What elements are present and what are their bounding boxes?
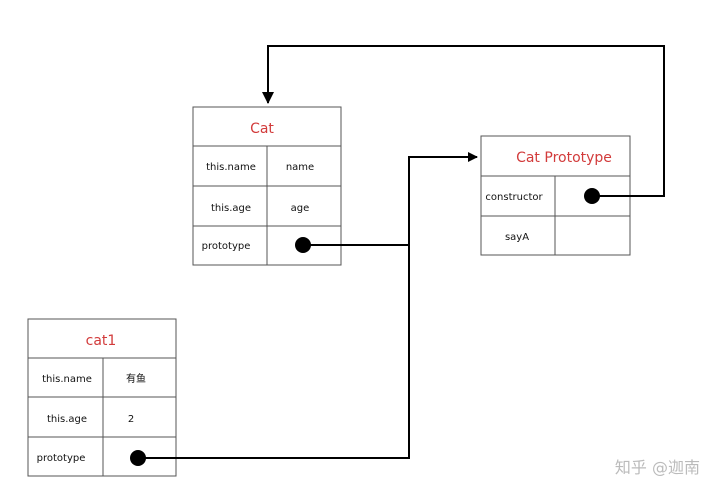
cat1-prototype-link-arrow	[138, 245, 410, 459]
cat-prototype-box: Cat Prototype constructor sayA	[480, 135, 631, 256]
cat-prototype-row-key: sayA	[505, 232, 529, 243]
cat1-row-value: 2	[128, 414, 134, 425]
cat-row-key: this.age	[211, 203, 251, 214]
cat-prototype-pointer-dot	[295, 237, 311, 253]
cat1-box-title: cat1	[86, 333, 117, 349]
cat1-box: cat1 this.name 有鱼 this.age 2 prototype	[27, 318, 177, 477]
cat1-row-key: this.name	[42, 374, 92, 385]
cat1-row-key: prototype	[37, 453, 86, 464]
cat-row-key: prototype	[202, 241, 251, 252]
cat-row-value: name	[286, 162, 314, 173]
cat-prototype-title: Cat Prototype	[516, 150, 612, 166]
cat-prototype-row-key: constructor	[485, 192, 543, 203]
cat-box: Cat this.name name this.age age prototyp…	[192, 106, 342, 266]
cat-box-title: Cat	[250, 121, 274, 137]
cat-row-key: this.name	[206, 162, 256, 173]
cat1-row-value: 有鱼	[126, 372, 146, 385]
cat-row-value: age	[291, 203, 310, 214]
watermark-text: 知乎 @迦南	[615, 458, 700, 477]
constructor-pointer-dot	[584, 188, 600, 204]
cat-prototype-link-arrow	[303, 152, 478, 246]
cat1-prototype-pointer-dot	[130, 450, 146, 466]
constructor-link-arrow	[262, 45, 665, 197]
cat1-row-key: this.age	[47, 414, 87, 425]
